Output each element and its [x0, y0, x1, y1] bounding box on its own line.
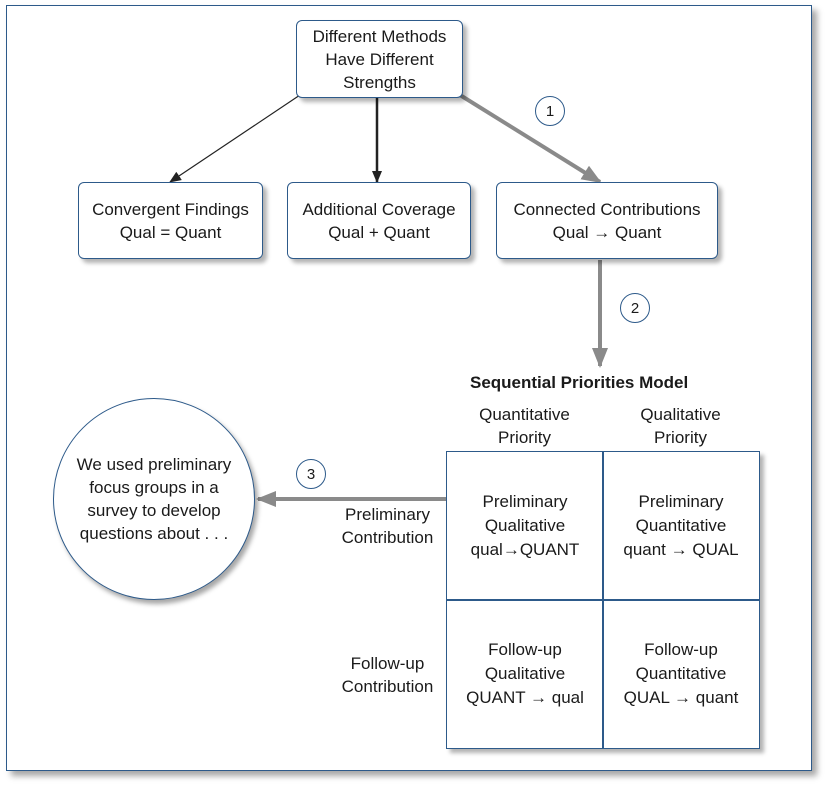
col-header-qualitative: Qualitative Priority — [618, 403, 743, 449]
box-line: Qual → Quant — [552, 222, 662, 242]
header-line: Preliminary — [344, 505, 431, 524]
cell-line: Quantitative — [635, 516, 727, 535]
cell-line: qual→QUANT — [470, 540, 580, 559]
model-title: Sequential Priorities Model — [470, 373, 689, 392]
header-line: Follow-up — [350, 654, 425, 673]
header-line: Qualitative — [640, 405, 721, 424]
header-line: Quantitative — [479, 405, 570, 424]
circle-line: focus groups in a — [89, 478, 219, 497]
header-line: Contribution — [341, 677, 434, 696]
row-header-preliminary: Preliminary Contribution — [330, 503, 445, 549]
cell-line: Quantitative — [635, 664, 727, 683]
cell-line: QUANT → qual — [466, 688, 584, 707]
header-line: Priority — [654, 428, 707, 447]
header-line: Contribution — [341, 528, 434, 547]
box-line: Different Methods — [312, 26, 447, 46]
row-header-followup: Follow-up Contribution — [330, 652, 445, 698]
convergent-findings-box: Convergent Findings Qual = Quant — [78, 182, 263, 259]
example-circle: We used preliminary focus groups in a su… — [53, 398, 255, 600]
additional-coverage-box: Additional Coverage Qual + Quant — [287, 182, 471, 259]
cell-preliminary-qualitative: Preliminary Qualitative qual→QUANT — [447, 452, 603, 600]
cell-line: quant → QUAL — [623, 540, 739, 559]
step-number-1: 1 — [535, 96, 565, 126]
box-line: Strengths — [343, 72, 416, 92]
circle-line: We used preliminary — [76, 455, 232, 474]
circle-line: questions about . . . — [79, 524, 229, 543]
cell-line: QUAL → quant — [623, 688, 739, 707]
header-line: Priority — [498, 428, 551, 447]
box-line: Convergent Findings — [92, 199, 249, 219]
circle-line: survey to develop — [87, 501, 221, 520]
cell-preliminary-quantitative: Preliminary Quantitative quant → QUAL — [603, 452, 759, 600]
methods-strengths-box: Different Methods Have Different Strengt… — [296, 20, 463, 98]
box-line: Qual = Quant — [119, 222, 222, 242]
priorities-grid: Preliminary Qualitative qual→QUANT Preli… — [446, 451, 760, 749]
cell-line: Qualitative — [484, 516, 566, 535]
cell-line: Follow-up — [644, 640, 718, 659]
arrow-to-convergent — [169, 94, 301, 183]
box-line: Qual + Quant — [328, 222, 430, 242]
cell-line: Qualitative — [484, 664, 566, 683]
box-line: Have Different — [325, 49, 434, 69]
connected-contributions-box: Connected Contributions Qual → Quant — [496, 182, 718, 259]
arrow-to-connected — [458, 93, 602, 184]
cell-followup-quantitative: Follow-up Quantitative QUAL → quant — [603, 600, 759, 748]
grid-divider-horizontal — [447, 599, 759, 601]
col-header-quantitative: Quantitative Priority — [462, 403, 587, 449]
step-number-3: 3 — [296, 459, 326, 489]
cell-line: Preliminary — [638, 492, 724, 511]
cell-line: Preliminary — [482, 492, 568, 511]
box-line: Additional Coverage — [302, 199, 456, 219]
step-number-2: 2 — [620, 293, 650, 323]
cell-followup-qualitative: Follow-up Qualitative QUANT → qual — [447, 600, 603, 748]
cell-line: Follow-up — [488, 640, 562, 659]
box-line: Connected Contributions — [513, 199, 701, 219]
